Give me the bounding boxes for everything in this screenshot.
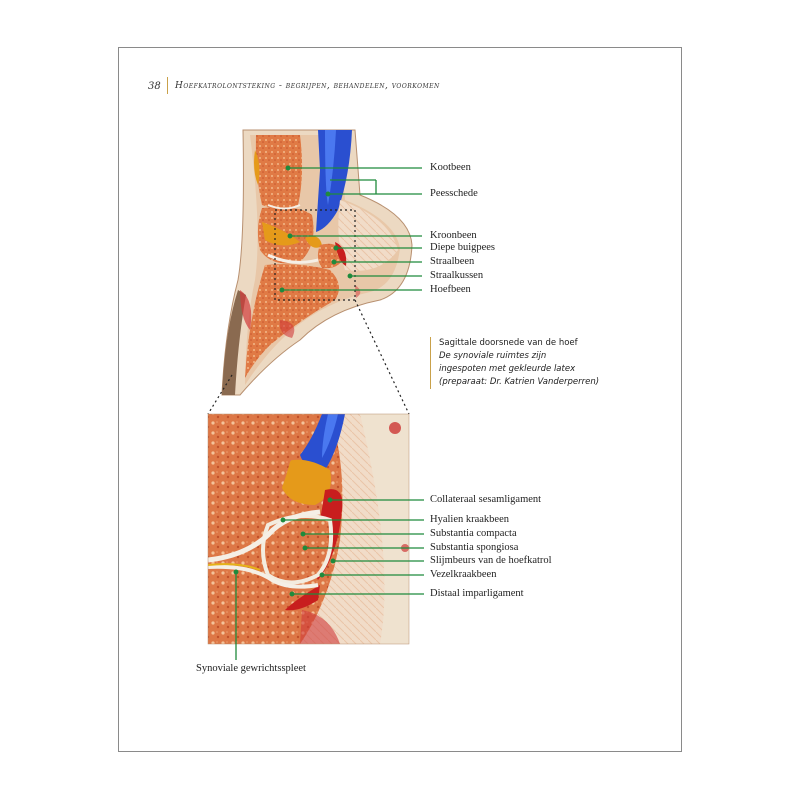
kootbeen-bone: [255, 135, 303, 209]
label-synoviale-gewrichtsspleet: Synoviale gewrichtsspleet: [196, 663, 306, 674]
leader-lines: [233, 165, 424, 660]
hoof-section-top: [221, 129, 413, 396]
running-header: Hoefkatrolontsteking - begrijpen, behand…: [175, 81, 440, 91]
label-hoefbeen: Hoefbeen: [430, 284, 471, 295]
label-collateraal-sesamligament: Collateraal sesamligament: [430, 494, 542, 505]
label-vezelkraakbeen: Vezelkraakbeen: [430, 569, 497, 580]
label-straalkussen: Straalkussen: [430, 270, 484, 281]
caption-title: Sagittale doorsnede van de hoef: [439, 338, 578, 348]
label-kootbeen: Kootbeen: [430, 162, 471, 173]
label-substantia-compacta: Substantia compacta: [430, 528, 517, 539]
label-distaal-imparligament: Distaal imparligament: [430, 588, 524, 599]
figure-caption: Sagittale doorsnede van de hoef De synov…: [430, 337, 629, 389]
label-peesschede: Peesschede: [430, 188, 478, 199]
label-hyalien-kraakbeen: Hyalien kraakbeen: [430, 514, 510, 525]
caption-line-3: (preparaat: Dr. Katrien Vanderperren): [439, 377, 600, 387]
diepe-buigpees-tendon: [316, 130, 352, 232]
hoof-section-detail: [208, 414, 409, 644]
zoom-frame: [274, 209, 356, 301]
page-number: 38: [148, 81, 161, 92]
hoefbeen-bone: [245, 264, 339, 378]
caption-line-1: De synoviale ruimtes zijn: [439, 351, 547, 361]
label-slijmbeurs: Slijmbeurs van de hoefkatrol: [430, 555, 552, 566]
label-straalbeen: Straalbeen: [430, 256, 475, 267]
projection-line-right: [354, 299, 410, 415]
header-divider: [167, 77, 168, 94]
caption-line-2: ingespoten met gekleurde latex: [439, 364, 576, 374]
label-diepe-buigpees: Diepe buigpees: [430, 242, 496, 253]
label-substantia-spongiosa: Substantia spongiosa: [430, 542, 519, 553]
label-kroonbeen: Kroonbeen: [430, 230, 477, 241]
